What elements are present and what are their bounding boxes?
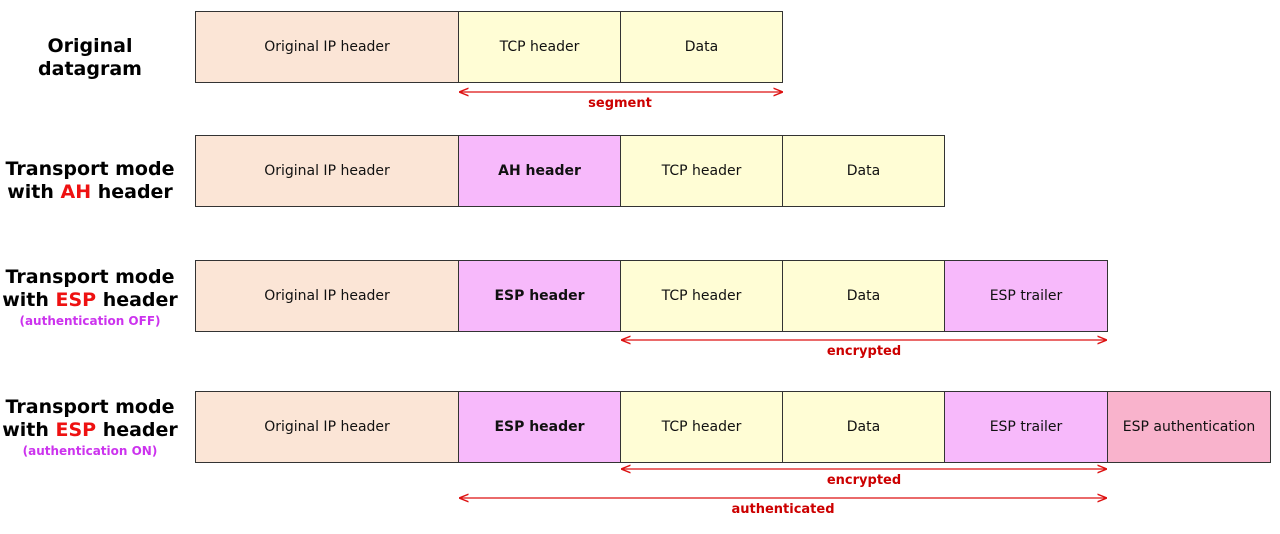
row-label-accent: AH xyxy=(60,181,92,203)
row-label-suffix: header xyxy=(96,289,178,311)
packet-cell-ip-header: Original IP header xyxy=(195,260,459,332)
row-label-esp-off: Transport mode with ESP header (authenti… xyxy=(0,266,180,330)
row-label-with: with xyxy=(2,289,56,311)
cell-label: Data xyxy=(846,288,881,304)
packet-cell-tcp-header: TCP header xyxy=(620,260,783,332)
packet-cell-esp-authentication: ESP authentication xyxy=(1107,391,1271,463)
cell-label: TCP header xyxy=(661,288,742,304)
cell-label: ESP header xyxy=(494,419,585,435)
packet-cell-data: Data xyxy=(782,135,945,207)
packet-cell-tcp-header: TCP header xyxy=(458,11,621,83)
row-label-suffix: header xyxy=(91,181,173,203)
cell-label: ESP trailer xyxy=(989,288,1063,304)
row-label-with: with xyxy=(7,181,61,203)
packet-cell-data: Data xyxy=(782,260,945,332)
cell-label: Original IP header xyxy=(264,419,390,435)
cell-label: ESP header xyxy=(494,288,585,304)
cell-label: Original IP header xyxy=(264,39,390,55)
packet-cell-ip-header: Original IP header xyxy=(195,11,459,83)
authenticated-label: authenticated xyxy=(731,502,835,517)
packet-cell-esp-trailer: ESP trailer xyxy=(944,391,1108,463)
row-label-with: with xyxy=(2,419,56,441)
packet-cell-esp-trailer: ESP trailer xyxy=(944,260,1108,332)
cell-label: Data xyxy=(684,39,719,55)
row-label-text: Original datagram xyxy=(38,35,142,80)
row-label-esp-on: Transport mode with ESP header (authenti… xyxy=(0,396,180,460)
packet-cell-ah-header: AH header xyxy=(458,135,621,207)
cell-label: AH header xyxy=(498,163,581,179)
packet-cell-esp-header: ESP header xyxy=(458,391,621,463)
packet-cell-tcp-header: TCP header xyxy=(620,391,783,463)
cell-label: Original IP header xyxy=(264,288,390,304)
packet-cell-ip-header: Original IP header xyxy=(195,135,459,207)
cell-label: TCP header xyxy=(499,39,580,55)
row-label-line1: Transport mode xyxy=(5,266,175,288)
cell-label: Data xyxy=(846,163,881,179)
row-label-line1: Transport mode xyxy=(5,396,175,418)
row-label-note: (authentication OFF) xyxy=(19,314,161,328)
row-label-suffix: header xyxy=(96,419,178,441)
packet-cell-data: Data xyxy=(620,11,783,83)
row-label-note: (authentication ON) xyxy=(22,444,158,458)
packet-cell-data: Data xyxy=(782,391,945,463)
cell-label: Original IP header xyxy=(264,163,390,179)
row-label-accent: ESP xyxy=(55,419,97,441)
cell-label: Data xyxy=(846,419,881,435)
cell-label: ESP authentication xyxy=(1122,419,1256,435)
row-label-original: Original datagram xyxy=(0,35,180,81)
encrypted-off-label: encrypted xyxy=(826,344,902,359)
cell-label: TCP header xyxy=(661,419,742,435)
packet-cell-ip-header: Original IP header xyxy=(195,391,459,463)
packet-cell-esp-header: ESP header xyxy=(458,260,621,332)
encrypted-on-label: encrypted xyxy=(826,473,902,488)
segment-label: segment xyxy=(588,96,652,111)
row-label-ah: Transport mode with AH header xyxy=(0,158,180,204)
row-label-line1: Transport mode xyxy=(5,158,175,180)
cell-label: TCP header xyxy=(661,163,742,179)
row-label-accent: ESP xyxy=(55,289,97,311)
cell-label: ESP trailer xyxy=(989,419,1063,435)
